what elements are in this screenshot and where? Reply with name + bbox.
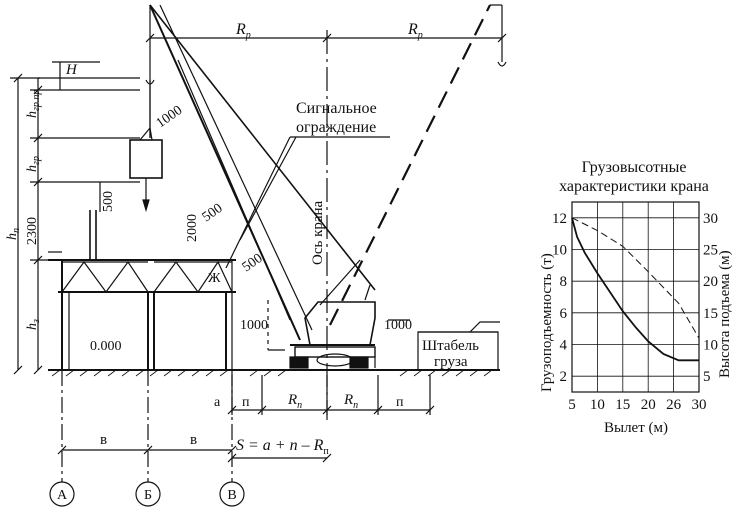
x-tick-label: 20 <box>641 397 656 413</box>
label-h-z: hз <box>25 319 42 330</box>
y2-tick-label: 10 <box>703 338 718 354</box>
svg-text:Грузоподъемность (т): Грузоподъемность (т) <box>539 253 555 392</box>
label-1000-c: 1000 <box>384 318 412 333</box>
chart-title-line1: Грузовысотные <box>582 159 687 176</box>
label-2000: 2000 <box>185 214 200 242</box>
label-rp-right: Rр <box>407 21 423 41</box>
y2-tick-label: 15 <box>703 306 718 322</box>
svg-text:hгр.пр: hгр.пр <box>25 90 42 118</box>
label-bottom-a: а <box>214 395 221 410</box>
x-tick-label: 15 <box>615 397 630 413</box>
label-stack-1: Штабель <box>422 338 479 354</box>
y2-tick-label: 5 <box>703 369 711 385</box>
label-h-p: hп <box>5 228 22 240</box>
label-zero: 0.000 <box>90 339 122 354</box>
label-bottom-p1: п <box>242 395 250 410</box>
chart-series <box>571 217 700 362</box>
axis-bubble-A: А <box>57 488 68 503</box>
label-zh: Ж <box>208 271 221 286</box>
axis-bubble-V: В <box>227 488 236 503</box>
axis-bubble-B: Б <box>144 488 152 503</box>
svg-text:500: 500 <box>200 201 226 225</box>
chart-ticks: 5 10 15 20 26 30 2 4 6 8 10 12 5 10 15 20 25 30 <box>552 211 718 413</box>
label-signal-1: Сигнальное <box>296 100 377 117</box>
load-height-chart: Грузовысотные характеристики крана Грузо… <box>539 159 733 436</box>
label-span-v2: в <box>190 432 197 448</box>
label-formula: S = а + п – Rп <box>236 437 329 457</box>
svg-text:hз: hз <box>25 319 42 330</box>
chart-y2label: Высота подъема (м) <box>717 250 733 378</box>
label-500-a: 500 <box>101 191 116 212</box>
x-tick-label: 10 <box>590 397 605 413</box>
chart-title-line2: характеристики крана <box>559 178 709 195</box>
svg-text:2000: 2000 <box>185 214 200 242</box>
chart-xlabel: Вылет (м) <box>604 420 668 436</box>
label-bottom-rp1: Rп <box>287 392 302 411</box>
y-tick-label: 12 <box>552 211 567 227</box>
chart-frame <box>571 201 700 393</box>
label-h-gr-pr: hгр.пр <box>25 90 42 118</box>
y2-tick-label: 30 <box>703 211 718 227</box>
svg-text:1000: 1000 <box>154 103 186 131</box>
label-axis-crane: Ось крана <box>310 200 326 265</box>
label-signal-2: ограждение <box>296 119 376 136</box>
label-bottom-rp2: Rп <box>343 392 358 411</box>
svg-text:hп: hп <box>5 228 22 240</box>
chart-grid <box>571 201 700 393</box>
drawing-lines <box>10 4 507 507</box>
label-1000-a: 1000 <box>154 103 186 131</box>
y2-tick-label: 25 <box>703 243 718 259</box>
y-tick-label: 8 <box>560 274 568 290</box>
x-tick-label: 30 <box>692 397 707 413</box>
label-rp-left: Rр <box>235 21 251 41</box>
chart-ylabel: Грузоподъемность (т) <box>539 253 555 392</box>
y2-tick-label: 20 <box>703 274 718 290</box>
x-tick-label: 5 <box>568 397 576 413</box>
y-tick-label: 10 <box>552 243 567 259</box>
x-tick-label: 26 <box>666 397 682 413</box>
series-line-capacity <box>571 217 699 362</box>
label-2300: 2300 <box>25 217 40 245</box>
label-1000-b: 1000 <box>240 318 268 333</box>
svg-text:2300: 2300 <box>25 217 40 245</box>
label-stack-2: груза <box>434 354 468 370</box>
series-line-height <box>571 217 700 339</box>
label-h-gr: hгр <box>25 156 42 172</box>
label-span-v1: в <box>100 432 107 448</box>
label-500-b: 500 <box>200 201 226 225</box>
y-tick-label: 6 <box>560 306 568 322</box>
y-tick-label: 4 <box>560 338 568 354</box>
label-bottom-p2: п <box>396 395 404 410</box>
label-H: H <box>65 62 78 78</box>
svg-text:hгр: hгр <box>25 156 42 172</box>
svg-text:500: 500 <box>101 191 116 212</box>
y-tick-label: 2 <box>560 369 568 385</box>
svg-text:Высота подъема (м): Высота подъема (м) <box>717 250 733 378</box>
svg-text:Ось крана: Ось крана <box>310 200 326 265</box>
